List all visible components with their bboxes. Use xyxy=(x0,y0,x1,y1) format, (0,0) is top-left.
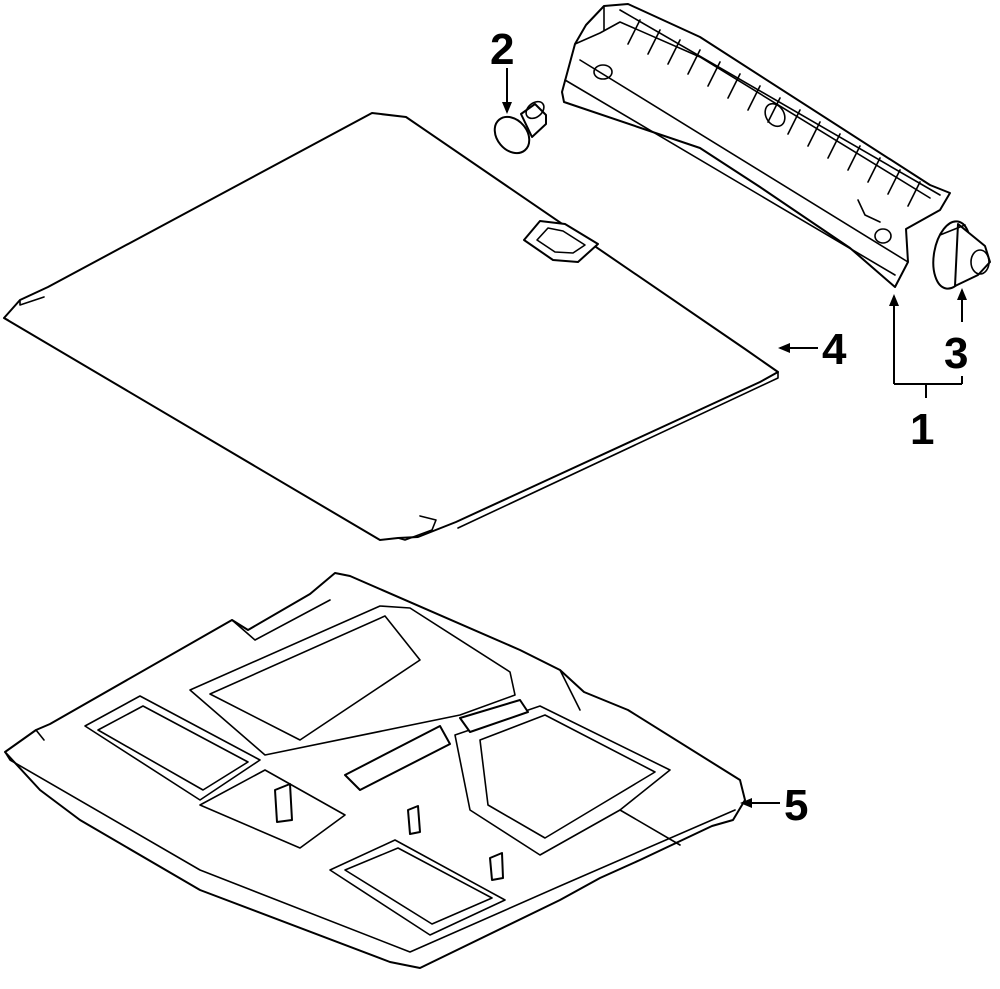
callout-5: 5 xyxy=(784,781,808,830)
callout-1: 1 xyxy=(910,405,934,454)
trunk-sill-trim xyxy=(561,3,951,288)
load-floor-cover-panel xyxy=(3,112,779,541)
callout-4: 4 xyxy=(822,325,847,374)
bumper-fastener xyxy=(493,100,547,155)
leader-lines xyxy=(502,68,967,808)
trunk-storage-tray xyxy=(4,572,746,969)
callout-3: 3 xyxy=(944,329,968,378)
callout-2: 2 xyxy=(490,25,514,74)
cover-handle xyxy=(523,220,599,263)
retainer-clip xyxy=(932,220,991,290)
